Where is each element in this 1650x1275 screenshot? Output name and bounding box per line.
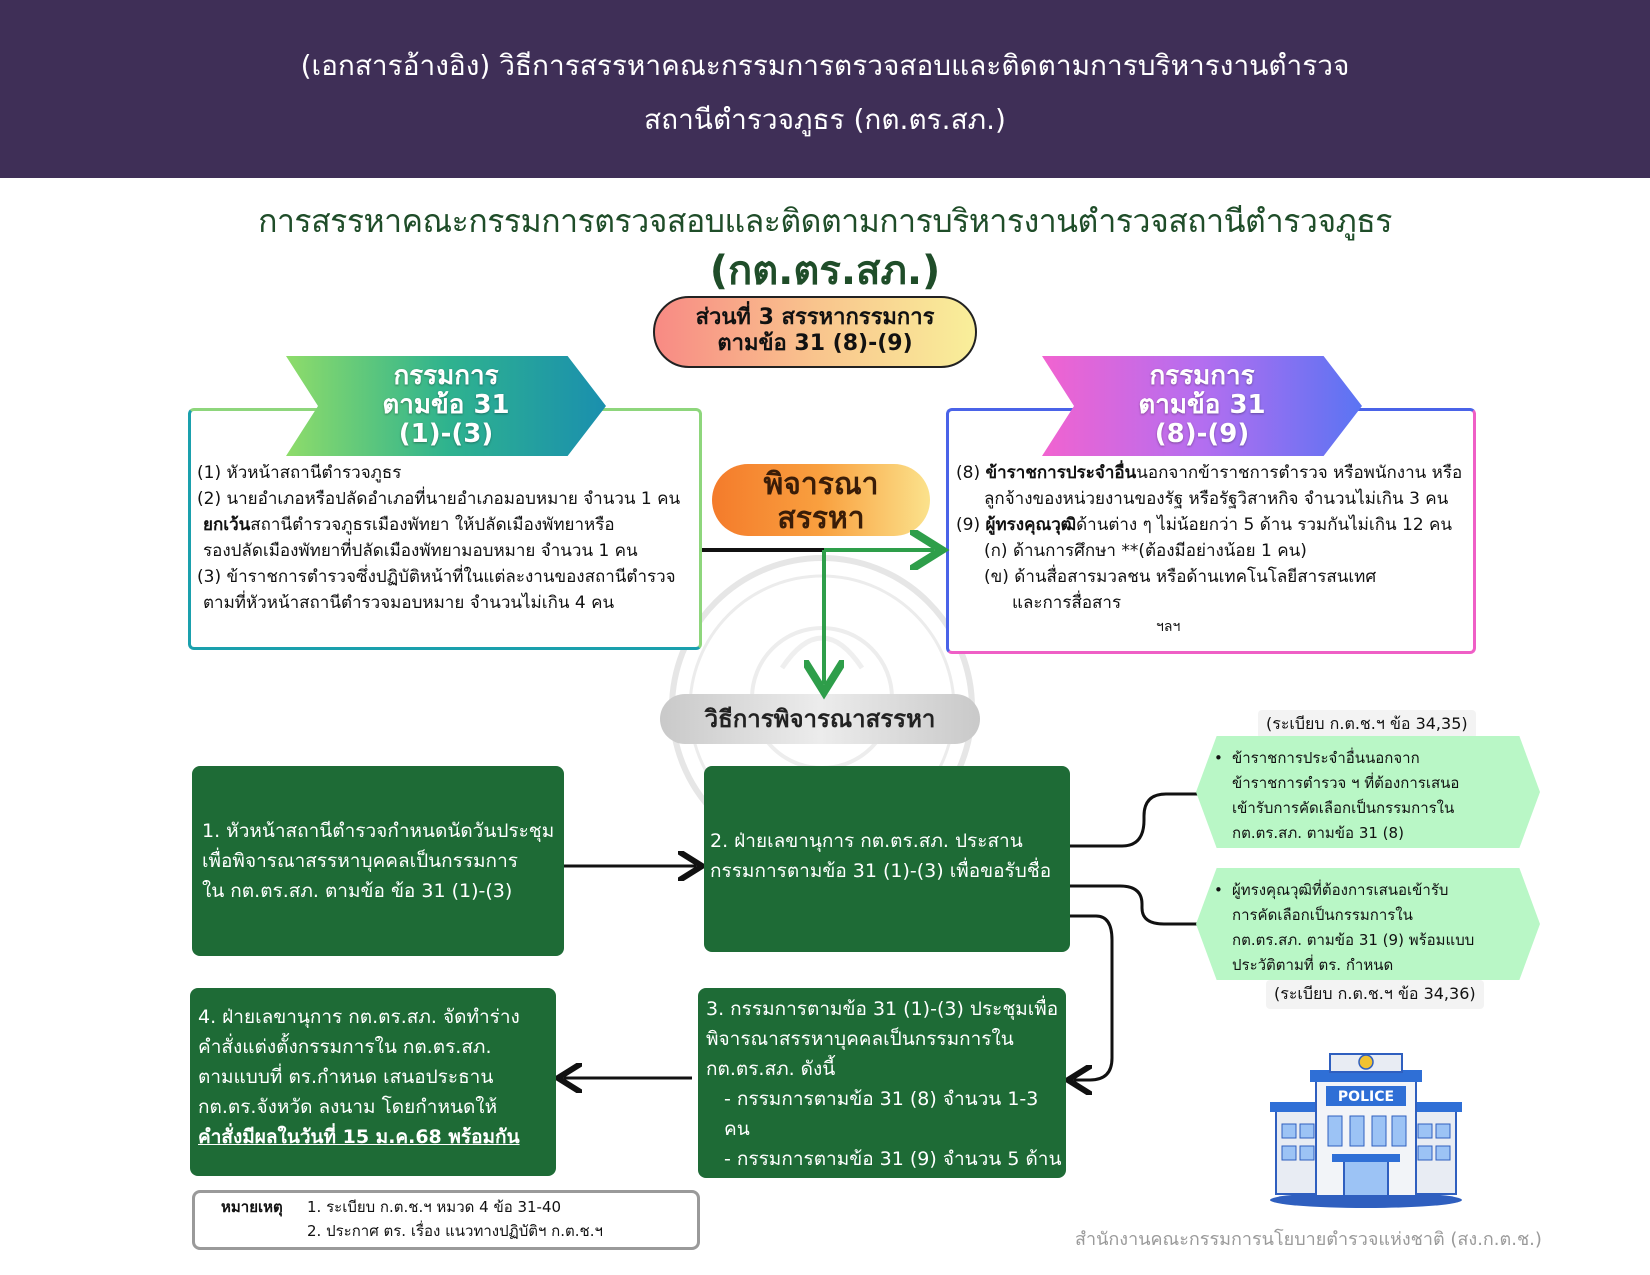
list-item: (ข) ด้านสื่อสารมวลชน หรือด้านเทคโนโลยีสา…: [984, 567, 1377, 587]
ribbon-line1: กรรมการ: [1149, 361, 1255, 391]
bullet: •: [1214, 881, 1223, 899]
step-line: คำสั่งแต่งตั้งกรรมการใน กต.ตร.สภ.: [198, 1036, 492, 1058]
hex-line: ข้าราชการประจำอื่นนอกจาก: [1232, 749, 1420, 767]
committee-1-3-ribbon: กรรมการ ตามข้อ 31 (1)-(3): [286, 356, 606, 456]
step-2-box: 2. ฝ่ายเลขานุการ กต.ตร.สภ. ประสาน กรรมกา…: [704, 766, 1070, 952]
step-line: ตามแบบที่ ตร.กำหนด เสนอประธาน: [198, 1066, 494, 1088]
consider-line2: สรรหา: [777, 501, 865, 536]
page-subtitle: (กต.ตร.สภ.): [709, 248, 941, 294]
section-pill-line2: ตามข้อ 31 (8)-(9): [717, 331, 913, 356]
hex-line: ผู้ทรงคุณวุฒิที่ต้องการเสนอเข้ารับ: [1232, 881, 1449, 899]
ribbon-line2: ตามข้อ 31: [1138, 390, 1266, 420]
list-item: ฯลฯ: [1156, 619, 1181, 635]
committee-1-3-list: (1) หัวหน้าสถานีตำรวจภูธร (2) นายอำเภอหร…: [197, 460, 697, 616]
item-text: นอกจากข้าราชการตำรวจ หรือพนักงาน หรือ: [1136, 463, 1463, 483]
header-line-2: สถานีตำรวจภูธร (กต.ตร.สภ.): [644, 103, 1006, 136]
list-item: และการสื่อสาร: [1012, 593, 1122, 613]
list-item: ลูกจ้างของหน่วยงานของรัฐ หรือรัฐวิสาหกิจ…: [984, 489, 1449, 509]
ribbon-line1: กรรมการ: [393, 361, 499, 391]
bullet: •: [1214, 749, 1223, 767]
requirement-hex-2: • ผู้ทรงคุณวุฒิที่ต้องการเสนอเข้ารับ การ…: [1196, 868, 1540, 980]
item-emphasis: ข้าราชการประจำอื่น: [985, 463, 1137, 483]
exception-label: ยกเว้น: [203, 515, 251, 535]
list-item: (8) ข้าราชการประจำอื่นนอกจากข้าราชการตำร…: [956, 460, 1468, 486]
step-line: กต.ตร.จังหวัด ลงนาม โดยกำหนดให้: [198, 1096, 498, 1118]
hex-line: ประวัติตามที่ ตร. กำหนด: [1232, 956, 1394, 974]
item-text: ด้านต่าง ๆ ไม่น้อยกว่า 5 ด้าน รวมกันไม่เ…: [1076, 515, 1453, 535]
list-item: ตามที่หัวหน้าสถานีตำรวจมอบหมาย จำนวนไม่เ…: [203, 593, 615, 613]
committee-8-9-ribbon: กรรมการ ตามข้อ 31 (8)-(9): [1042, 356, 1362, 456]
list-item: (2) นายอำเภอหรือปลัดอำเภอที่นายอำเภอมอบห…: [197, 489, 681, 509]
connector-to-hex2: [1070, 884, 1214, 926]
police-sign: POLICE: [1338, 1089, 1394, 1105]
step-line: - กรรมการตามข้อ 31 (9) จำนวน 5 ด้าน: [724, 1148, 1062, 1170]
item-number: (8): [956, 463, 986, 483]
section-pill-line1: ส่วนที่ 3 สรรหากรรมการ: [695, 305, 935, 330]
step-line: 3. กรรมการตามข้อ 31 (1)-(3) ประชุมเพื่อ: [706, 998, 1059, 1020]
page-title: การสรรหาคณะกรรมการตรวจสอบและติดตามการบริ…: [258, 202, 1392, 240]
hex-line: กต.ตร.สภ. ตามข้อ 31 (9) พร้อมแบบ: [1232, 931, 1475, 949]
footer-credit: สำนักงานคณะกรรมการนโยบายตำรวจแห่งชาติ (ส…: [1075, 1229, 1542, 1250]
note-line: 2. ประกาศ ตร. เรื่อง แนวทางปฏิบัติฯ ก.ต.…: [307, 1222, 603, 1240]
hex-line: การคัดเลือกเป็นกรรมการใน: [1232, 906, 1413, 924]
step-line: คำสั่งมีผลในวันที่ 15 ม.ค.68 พร้อมกัน: [198, 1126, 520, 1148]
connector-to-hex1: [1070, 792, 1214, 848]
item-number: (9): [956, 515, 986, 535]
ribbon-line2: ตามข้อ 31: [382, 390, 510, 420]
hex-line: ข้าราชการตำรวจ ฯ ที่ต้องการเสนอ: [1232, 774, 1460, 792]
header-line-1: (เอกสารอ้างอิง) วิธีการสรรหาคณะกรรมการตร…: [300, 49, 1350, 82]
hex-line: กต.ตร.สภ. ตามข้อ 31 (8): [1232, 824, 1404, 842]
item-emphasis: ผู้ทรงคุณวุฒิ: [985, 515, 1077, 535]
regulation-ref-2: (ระเบียบ ก.ต.ช.ฯ ข้อ 34,36): [1266, 980, 1484, 1009]
step-4-box: 4. ฝ่ายเลขานุการ กต.ตร.สภ. จัดทำร่าง คำส…: [190, 988, 556, 1176]
police-station-icon: POLICE: [1270, 1053, 1462, 1208]
list-item-text: สถานีตำรวจภูธรเมืองพัทยา ให้ปลัดเมืองพัท…: [250, 515, 615, 535]
step-line: 2. ฝ่ายเลขานุการ กต.ตร.สภ. ประสาน: [710, 830, 1023, 852]
consider-line1: พิจารณา: [763, 467, 879, 502]
step-line: - กรรมการตามข้อ 31 (8) จำนวน 1-3 คน: [724, 1088, 1039, 1140]
ribbon-line3: (8)-(9): [1154, 419, 1250, 449]
committee-8-9-list: (8) ข้าราชการประจำอื่นนอกจากข้าราชการตำร…: [956, 460, 1468, 638]
header-banner: (เอกสารอ้างอิง) วิธีการสรรหาคณะกรรมการตร…: [0, 0, 1650, 178]
list-item: (1) หัวหน้าสถานีตำรวจภูธร: [197, 463, 402, 483]
note-label: หมายเหตุ: [221, 1198, 283, 1216]
consider-pill: พิจารณา สรรหา: [712, 464, 930, 536]
ribbon-line3: (1)-(3): [398, 419, 494, 449]
method-pill: วิธีการพิจารณาสรรหา: [660, 694, 980, 744]
step-line: 4. ฝ่ายเลขานุการ กต.ตร.สภ. จัดทำร่าง: [198, 1006, 520, 1028]
step-line: พิจารณาสรรหาบุคคลเป็นกรรมการใน: [706, 1028, 1014, 1050]
note-line: 1. ระเบียบ ก.ต.ช.ฯ หมวด 4 ข้อ 31-40: [307, 1198, 562, 1216]
step-line: ใน กต.ตร.สภ. ตามข้อ ข้อ 31 (1)-(3): [202, 880, 513, 902]
regulation-ref-1: (ระเบียบ ก.ต.ช.ฯ ข้อ 34,35): [1258, 710, 1476, 739]
note-box: หมายเหตุ 1. ระเบียบ ก.ต.ช.ฯ หมวด 4 ข้อ 3…: [192, 1190, 700, 1250]
list-item: (ก) ด้านการศึกษา **(ต้องมีอย่างน้อย 1 คน…: [984, 541, 1307, 561]
arrow-step2-to-step3: [1070, 914, 1114, 1080]
list-item: (3) ข้าราชการตำรวจซึ่งปฏิบัติหน้าที่ในแต…: [197, 567, 676, 587]
list-item: รองปลัดเมืองพัทยาที่ปลัดเมืองพัทยามอบหมา…: [203, 541, 638, 561]
step-line: กต.ตร.สภ. ดังนี้: [706, 1058, 836, 1080]
step-1-box: 1. หัวหน้าสถานีตำรวจกำหนดนัดวันประชุม เพ…: [192, 766, 564, 956]
step-3-box: 3. กรรมการตามข้อ 31 (1)-(3) ประชุมเพื่อ …: [698, 988, 1066, 1200]
step-line: 1. หัวหน้าสถานีตำรวจกำหนดนัดวันประชุม: [202, 820, 555, 842]
list-item: (9) ผู้ทรงคุณวุฒิด้านต่าง ๆ ไม่น้อยกว่า …: [956, 512, 1468, 538]
list-item: ยกเว้นสถานีตำรวจภูธรเมืองพัทยา ให้ปลัดเม…: [197, 512, 697, 538]
step-line: รวมไม่เกิน 12 คน: [706, 1178, 855, 1200]
step-line: กรรมการตามข้อ 31 (1)-(3) เพื่อขอรับชื่อ: [710, 860, 1052, 882]
section-3-pill: ส่วนที่ 3 สรรหากรรมการ ตามข้อ 31 (8)-(9): [653, 296, 977, 368]
requirement-hex-1: • ข้าราชการประจำอื่นนอกจาก ข้าราชการตำรว…: [1196, 736, 1540, 848]
hex-line: เข้ารับการคัดเลือกเป็นกรรมการใน: [1232, 799, 1455, 817]
step-line: เพื่อพิจารณาสรรหาบุคคลเป็นกรรมการ: [202, 850, 518, 872]
